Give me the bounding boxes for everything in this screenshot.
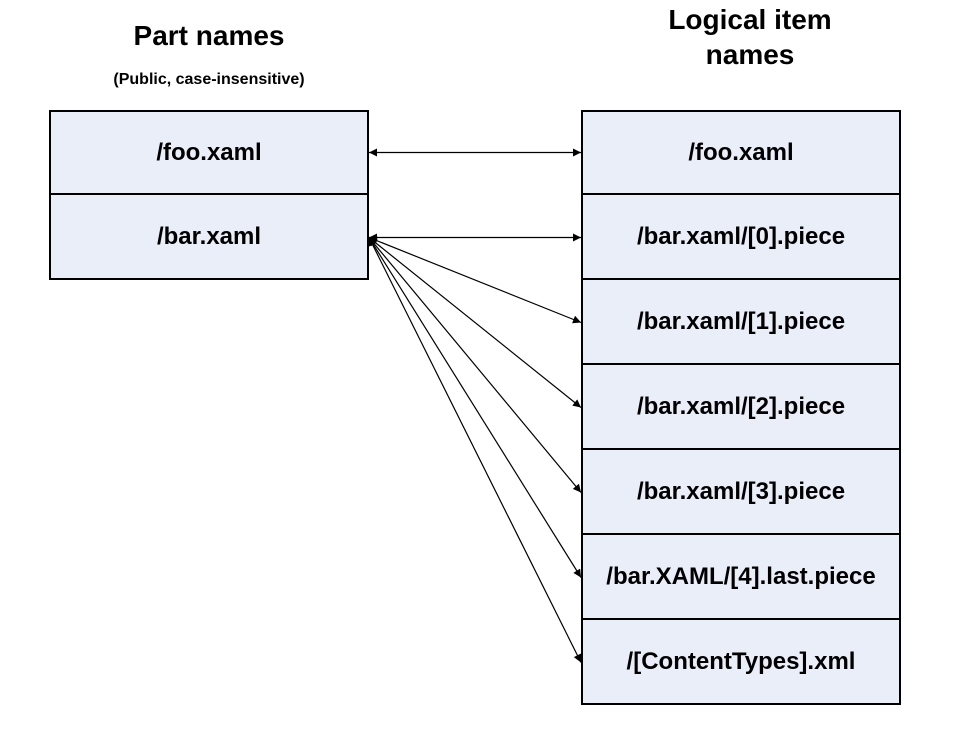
part-names-subheading: (Public, case-insensitive) bbox=[113, 71, 305, 88]
mapping-arrow bbox=[368, 237, 582, 408]
logical-item-box: /foo.xaml bbox=[583, 110, 899, 195]
logical-item-box: /bar.xaml/[3].piece bbox=[583, 450, 899, 535]
part-names-heading: Part names bbox=[133, 20, 285, 51]
logical-item-box: /bar.XAML/[4].last.piece bbox=[583, 535, 899, 620]
logical-item-names-heading-line1: Logical item bbox=[668, 4, 832, 35]
part-name-box-foo: /foo.xaml bbox=[51, 110, 367, 195]
logical-item-box: /bar.xaml/[1].piece bbox=[583, 280, 899, 365]
mapping-arrow bbox=[368, 237, 582, 493]
logical-item-names-heading: Logical item names bbox=[600, 2, 900, 72]
mapping-arrow bbox=[368, 237, 582, 663]
logical-item-box: /[ContentTypes].xml bbox=[583, 620, 899, 705]
logical-item-names-heading-line2: names bbox=[705, 39, 795, 70]
mapping-arrow bbox=[368, 237, 582, 578]
logical-item-box: /bar.xaml/[2].piece bbox=[583, 365, 899, 450]
part-name-box-bar: /bar.xaml bbox=[51, 195, 367, 280]
logical-items-column: /foo.xaml /bar.xaml/[0].piece /bar.xaml/… bbox=[581, 110, 901, 705]
mapping-arrow bbox=[368, 236, 582, 324]
part-names-column: /foo.xaml /bar.xaml bbox=[49, 110, 369, 280]
logical-item-box: /bar.xaml/[0].piece bbox=[583, 195, 899, 280]
